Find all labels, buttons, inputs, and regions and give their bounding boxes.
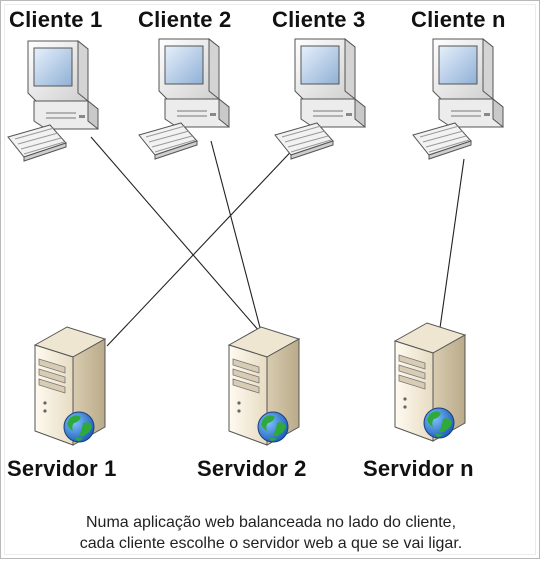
- connection-clienten-servidorn: [438, 158, 465, 336]
- server-label: Servidor 2: [197, 456, 307, 481]
- client-label: Cliente 3: [272, 7, 366, 32]
- computer-icon: [274, 38, 366, 160]
- client-label: Cliente 1: [9, 7, 103, 32]
- connection-lines: [90, 136, 465, 347]
- client-label: Cliente 2: [138, 7, 232, 32]
- connection-cliente3-servidor1: [106, 140, 302, 347]
- caption-line-1: Numa aplicação web balanceada no lado do…: [85, 514, 457, 531]
- computer-icon: [7, 40, 99, 162]
- connection-cliente2-servidor2: [210, 140, 264, 340]
- server-globe-icon: [394, 322, 466, 442]
- client-label: Cliente n: [411, 7, 506, 32]
- server-globe-icon: [34, 326, 106, 446]
- caption-line-2: cada cliente escolhe o servidor web a qu…: [79, 535, 463, 552]
- computer-icon: [138, 38, 230, 160]
- connection-cliente1-servidor2: [90, 136, 267, 340]
- caption: Numa aplicação web balanceada no lado do…: [1, 512, 541, 554]
- computer-icon: [412, 38, 504, 160]
- server-label: Servidor n: [363, 456, 474, 481]
- server-globe-icon: [228, 326, 300, 446]
- server-label: Servidor 1: [7, 456, 117, 481]
